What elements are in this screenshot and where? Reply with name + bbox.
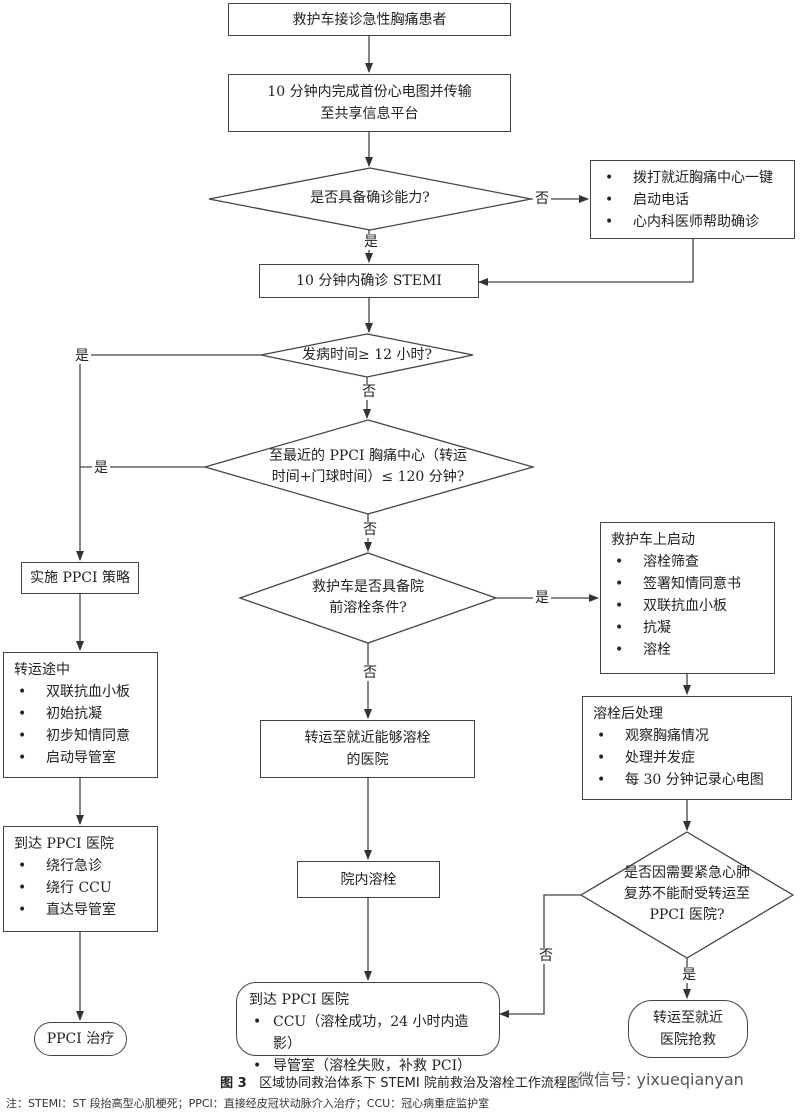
nearby-rescue-box: 转运至就近 医院抢救 [628,1000,748,1058]
label-yes-onset: 是 [73,348,91,364]
ambulance-start-item: 溶栓筛查 [611,551,764,573]
nearby-rescue-text-1: 转运至就近 [653,1010,723,1026]
ecg-text-1: 10 分钟内完成首份心电图并传输 [267,84,472,100]
cpr-question: 是否因需要紧急心肺 复苏不能耐受转运至 PPCI 医院? [624,865,750,923]
figure-number: 图 3 [220,1076,247,1091]
arrive-center-box: 到达 PPCI 医院 CCU（溶栓成功，24 小时内造影） 导管室（溶栓失败，补… [236,982,500,1077]
label-no-ppci-time: 否 [361,522,379,538]
capable-diamond [208,167,532,231]
transit-item: 初步知情同意 [14,725,147,747]
ppci-strategy-text: 实施 PPCI 策略 [30,570,130,586]
ppci-treatment-box: PPCI 治疗 [34,1022,127,1056]
arrive-center-item: CCU（溶栓成功，24 小时内造影） [249,1011,487,1055]
label-no-capable: 否 [533,191,551,207]
post-lysis-item: 观察胸痛情况 [593,725,781,747]
call-item: 心内科医师帮助确诊 [601,211,784,233]
transit-title: 转运途中 [14,662,70,678]
nearby-rescue-text-2: 医院抢救 [660,1032,716,1048]
stemi-text: 10 分钟内确诊 STEMI [296,273,442,289]
arrive-left-item: 直达导管室 [14,899,147,921]
start-box: 救护车接诊急性胸痛患者 [228,3,511,36]
arrive-left-box: 到达 PPCI 医院 绕行急诊 绕行 CCU 直达导管室 [3,826,158,932]
ambulance-lysis-question: 救护车是否具备院 前溶栓条件? [312,579,424,616]
arrive-left-item: 绕行急诊 [14,855,147,877]
capable-question: 是否具备确诊能力? [310,190,430,206]
ppci-strategy-box: 实施 PPCI 策略 [21,562,139,594]
ppci-time-question: 至最近的 PPCI 胸痛中心（转运 时间+门球时间）≤ 120 分钟? [269,448,467,485]
label-no-ambulance: 否 [361,665,379,681]
in-hospital-lysis-box: 院内溶栓 [297,861,440,898]
transit-box: 转运途中 双联抗血小板 初始抗凝 初步知情同意 启动导管室 [3,652,158,778]
figure-caption: 图 3 区域协同救治体系下 STEMI 院前救治及溶栓工作流程图 [0,1072,800,1091]
ppci-treatment-text: PPCI 治疗 [46,1031,115,1047]
ambulance-start-item: 抗凝 [611,617,764,639]
post-lysis-item: 处理并发症 [593,747,781,769]
ambulance-start-item: 溶栓 [611,639,764,661]
post-lysis-title: 溶栓后处理 [593,706,663,722]
transit-item: 启动导管室 [14,747,147,769]
ecg-box: 10 分钟内完成首份心电图并传输 至共享信息平台 [228,74,511,132]
figure-note: 注：STEMI：ST 段抬高型心肌梗死；PPCI：直接经皮冠状动脉介入治疗；CC… [6,1097,490,1110]
transit-item: 初始抗凝 [14,703,147,725]
arrive-center-title: 到达 PPCI 医院 [249,992,349,1008]
post-lysis-item: 每 30 分钟记录心电图 [593,769,781,791]
ambulance-start-item: 双联抗血小板 [611,595,764,617]
figure-title: 区域协同救治体系下 STEMI 院前救治及溶栓工作流程图 [259,1076,580,1091]
arrive-center-item: 导管室（溶栓失败，补救 PCI） [249,1055,487,1077]
label-yes-cpr: 是 [680,967,698,983]
transfer-lysis-box: 转运至就近能够溶栓 的医院 [260,720,475,778]
transfer-lysis-text-2: 的医院 [346,752,389,768]
in-hospital-lysis-text: 院内溶栓 [340,871,397,888]
post-lysis-box: 溶栓后处理 观察胸痛情况 处理并发症 每 30 分钟记录心电图 [582,696,792,800]
call-item: 拨打就近胸痛中心一键 [601,167,784,189]
call-item-cont: 启动电话 [601,189,784,211]
label-no-onset: 否 [360,384,378,400]
arrive-left-item: 绕行 CCU [14,877,147,899]
label-yes-capable: 是 [362,234,380,250]
onset-question: 发病时间≥ 12 小时? [302,347,432,363]
stemi-box: 10 分钟内确诊 STEMI [259,264,479,298]
start-text: 救护车接诊急性胸痛患者 [292,11,447,28]
transfer-lysis-text-1: 转运至就近能够溶栓 [304,730,431,746]
transit-item: 双联抗血小板 [14,681,147,703]
label-no-cpr: 否 [537,948,555,964]
ambulance-start-item: 签署知情同意书 [611,573,764,595]
watermark-text: 微信号: yixueqianyan [578,1066,744,1090]
arrive-left-title: 到达 PPCI 医院 [14,836,114,852]
ambulance-start-title: 救护车上启动 [611,532,695,548]
call-box: 拨打就近胸痛中心一键 启动电话 心内科医师帮助确诊 [590,160,795,239]
label-yes-ambulance: 是 [533,590,551,606]
ambulance-start-box: 救护车上启动 溶栓筛查 签署知情同意书 双联抗血小板 抗凝 溶栓 [600,522,775,674]
label-yes-ppci-time: 是 [92,460,110,476]
ecg-text-2: 至共享信息平台 [320,106,419,122]
